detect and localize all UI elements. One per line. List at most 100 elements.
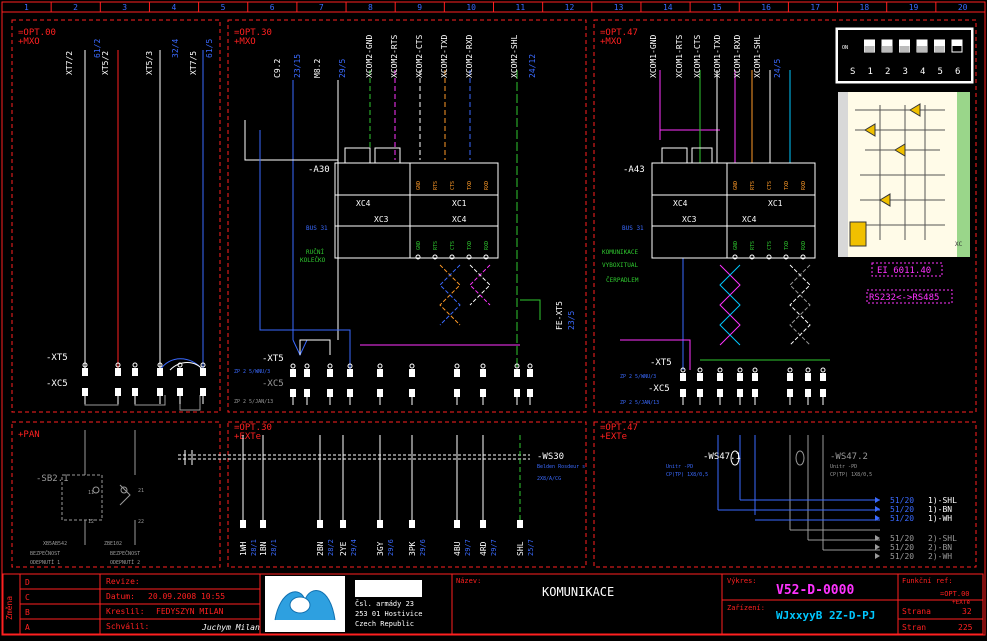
module-pin-top: CTS bbox=[450, 181, 456, 190]
zone2-opt: =OPT.30 bbox=[234, 28, 272, 38]
zone4-pan-switch bbox=[61, 430, 136, 545]
a43-xc1: XC1 bbox=[768, 199, 783, 208]
output-ref: 51/20 bbox=[890, 543, 914, 552]
cable-ws30-type: 2X8/A/CG bbox=[537, 476, 561, 482]
wire-ref: 29/4 bbox=[350, 539, 358, 556]
module-pin-bottom: CTS bbox=[767, 241, 773, 250]
dip-on-label: ON bbox=[842, 45, 848, 51]
module-pin-top: GND bbox=[416, 181, 422, 190]
wire-ref: 29/6 bbox=[387, 539, 395, 556]
output-ref: 51/20 bbox=[890, 534, 914, 543]
output-label: 1)-BN bbox=[928, 505, 952, 514]
column-number: 18 bbox=[860, 3, 870, 12]
signal-label: XCOM1-CTS bbox=[693, 34, 702, 78]
fe-ref-label: 23/5 bbox=[567, 311, 576, 330]
dip-label: S bbox=[850, 67, 855, 77]
pan-note1: BEZPEČNOST bbox=[30, 550, 60, 557]
terminal-block bbox=[514, 389, 520, 397]
column-number: 7 bbox=[319, 3, 324, 12]
zone3-opt: =OPT.47 bbox=[600, 28, 638, 38]
terminal-block bbox=[200, 368, 206, 376]
note-ei: EI 6011.40 bbox=[877, 266, 931, 276]
wire-label: 2YE bbox=[339, 541, 348, 556]
terminal-block bbox=[737, 373, 743, 381]
tb-kreslil: FEDYSZYN MILAN bbox=[156, 607, 224, 616]
pan-contact11: 11 bbox=[88, 490, 94, 496]
terminal-block bbox=[82, 368, 88, 376]
signal-label: XCOM1-GND bbox=[649, 34, 658, 78]
tb-vykres: V52-D-0000 bbox=[776, 583, 854, 598]
tb-company1: Čsl. armády 23 bbox=[355, 599, 414, 608]
pan-contact12: 12 bbox=[88, 519, 94, 525]
cable-ws47-2: -WS47.2 bbox=[830, 452, 868, 462]
terminal-block bbox=[409, 369, 415, 377]
terminal-block bbox=[347, 369, 353, 377]
zone2-wires bbox=[244, 70, 541, 370]
terminal-block bbox=[752, 389, 758, 397]
tb-row-letter: C bbox=[25, 593, 30, 602]
terminal-block bbox=[177, 368, 183, 376]
tb-strana: 32 bbox=[962, 607, 972, 616]
pan-note3: BEZPEČNOST bbox=[110, 550, 140, 557]
rail-note-z3: ZP 2 5/WNU/3 bbox=[620, 374, 656, 380]
dip-label: 5 bbox=[938, 67, 943, 77]
terminal-block bbox=[527, 389, 533, 397]
zone-frames bbox=[11, 19, 977, 568]
terminal-block bbox=[377, 389, 383, 397]
a30-bus: BUS 31 bbox=[306, 225, 328, 232]
output-label: 2)-WH bbox=[928, 552, 952, 561]
converter-xc: XC bbox=[955, 241, 963, 248]
a30-side2: KOLEČKO bbox=[300, 257, 326, 264]
output-ref: 51/20 bbox=[890, 505, 914, 514]
terminal-block bbox=[787, 373, 793, 381]
cable-ws47-2-type: CP(TP) 1X8/0,5 bbox=[830, 472, 872, 478]
tb-datum: 20.09.2008 10:55 bbox=[148, 592, 225, 601]
wire-label: 1WH bbox=[239, 541, 248, 556]
tb-funkcni: =OPT.00 bbox=[940, 590, 970, 598]
zone1-loc: +MXO bbox=[18, 37, 40, 47]
dip-switch bbox=[835, 27, 974, 84]
terminal-block bbox=[480, 389, 486, 397]
a30-xc4b: XC4 bbox=[452, 215, 467, 224]
dip-label: 2 bbox=[885, 67, 890, 77]
terminal-xt5-z2: -XT5 bbox=[262, 354, 284, 364]
wire-terminal bbox=[480, 520, 486, 528]
tb-stran-label: Stran bbox=[902, 623, 926, 632]
sig-xt7-5: XT7/5 bbox=[189, 51, 198, 75]
dip-label: 4 bbox=[920, 67, 925, 77]
tb-kreslil-label: Kreslil: bbox=[106, 607, 145, 616]
column-number: 2 bbox=[73, 3, 78, 12]
pan-contact21: 21 bbox=[138, 488, 144, 494]
zone3-wires bbox=[620, 70, 830, 370]
tb-zmena: Změna bbox=[5, 596, 14, 620]
cable-ws30-desc: Belden Rosdeur s bbox=[537, 464, 585, 470]
column-number: 6 bbox=[270, 3, 275, 12]
column-number: 13 bbox=[614, 3, 624, 12]
rail-note2-z3: ZP 2 5/JAN/13 bbox=[620, 400, 659, 406]
terminal-block bbox=[805, 373, 811, 381]
terminal-block bbox=[787, 389, 793, 397]
tb-funkcni2: +EXTe bbox=[952, 599, 970, 606]
a43-side2: VYBOXITUAL bbox=[602, 262, 639, 269]
wire-label: SHL bbox=[516, 541, 525, 556]
signal-label: XCOM2-CTS bbox=[415, 34, 424, 78]
signal-label: 24/5 bbox=[773, 59, 782, 78]
dip-label: 1 bbox=[868, 67, 873, 77]
zone2-loc: +MXO bbox=[234, 37, 256, 47]
terminal-block bbox=[290, 389, 296, 397]
zone1-opt: =OPT.00 bbox=[18, 28, 56, 38]
terminal-block bbox=[115, 388, 121, 396]
signal-label: XCOM1-RTS bbox=[675, 34, 684, 78]
title-block bbox=[2, 573, 984, 635]
module-a43-label: -A43 bbox=[623, 165, 645, 175]
column-number: 16 bbox=[761, 3, 771, 12]
a30-xc3: XC3 bbox=[374, 215, 389, 224]
module-pin-top: GND bbox=[733, 181, 739, 190]
tb-datum-label: Datum: bbox=[106, 592, 135, 601]
a30-xc4: XC4 bbox=[356, 199, 371, 208]
tb-stran: 225 bbox=[958, 623, 973, 632]
tb-row-letter: B bbox=[25, 608, 30, 617]
